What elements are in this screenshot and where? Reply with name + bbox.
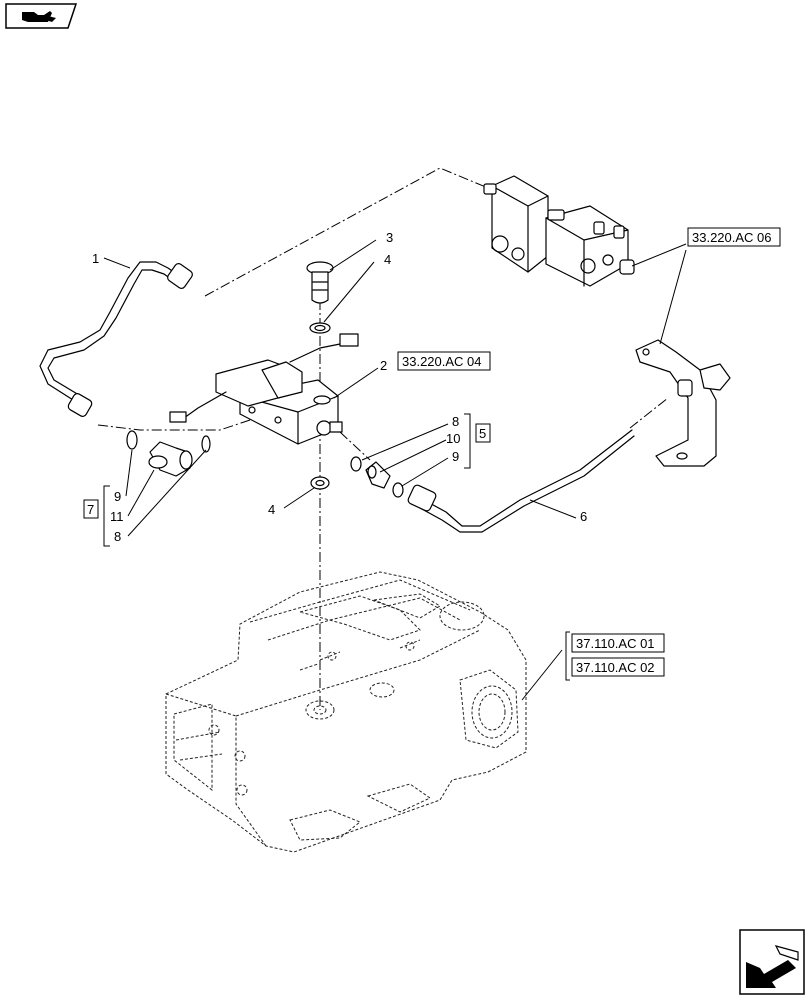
ref-37-110-ac-01[interactable]: 37.110.AC 01 [571,633,665,653]
callout-4-bottom: 4 [268,502,275,517]
ref-33-220-ac-04[interactable]: 33.220.AC 04 [397,351,491,371]
ref-37-110-bracket [565,631,570,681]
part-4-washer-bottom [310,476,330,490]
ref-33-220-ac-06[interactable]: 33.220.AC 06 [687,227,781,247]
ref-37-110-ac-02[interactable]: 37.110.AC 02 [571,657,665,677]
callout-1: 1 [92,251,99,266]
folder-book-icon[interactable] [5,3,78,29]
leader-lines [103,239,687,701]
callout-10: 10 [446,431,460,446]
callout-9-left: 9 [114,489,121,504]
group-7-bracket [103,485,110,547]
part-3-bolt [306,261,334,304]
callout-labels: 1 3 4 2 4 6 8 10 9 9 11 8 [92,230,587,544]
callout-3: 3 [386,230,393,245]
part-1-pipe [39,261,193,417]
next-page-arrow-icon[interactable] [739,929,805,995]
part-4-washer-top [309,322,331,334]
part-11-elbow [148,441,193,477]
part-8-oring-left [201,435,211,453]
svg-text:7: 7 [87,502,94,517]
control-valve-assembly [483,175,635,287]
callout-11: 11 [110,509,124,524]
group-5-bracket [464,413,471,469]
mounting-bracket [635,339,731,467]
part-9-oring-left [126,430,138,450]
svg-text:5: 5 [479,426,486,441]
svg-text:33.220.AC 04: 33.220.AC 04 [402,354,482,369]
assembly-center-lines [97,167,669,710]
part-10-adapter [365,461,391,489]
group-7-box[interactable]: 7 [83,499,99,519]
svg-text:37.110.AC 01: 37.110.AC 01 [576,636,655,651]
callout-8-right: 8 [452,414,459,429]
group-5-box[interactable]: 5 [475,423,491,443]
svg-text:37.110.AC 02: 37.110.AC 02 [576,660,655,675]
part-2-valve-block [169,333,359,445]
callout-2: 2 [380,358,387,373]
part-8-oring-right [350,456,362,472]
callout-6: 6 [580,509,587,524]
part-6-pipe [407,429,635,533]
lift-housing [165,571,527,853]
callout-9-right: 9 [452,449,459,464]
callout-4-top: 4 [384,252,391,267]
callout-8-left: 8 [114,529,121,544]
svg-text:33.220.AC 06: 33.220.AC 06 [692,230,772,245]
part-9-oring-right [392,482,404,498]
